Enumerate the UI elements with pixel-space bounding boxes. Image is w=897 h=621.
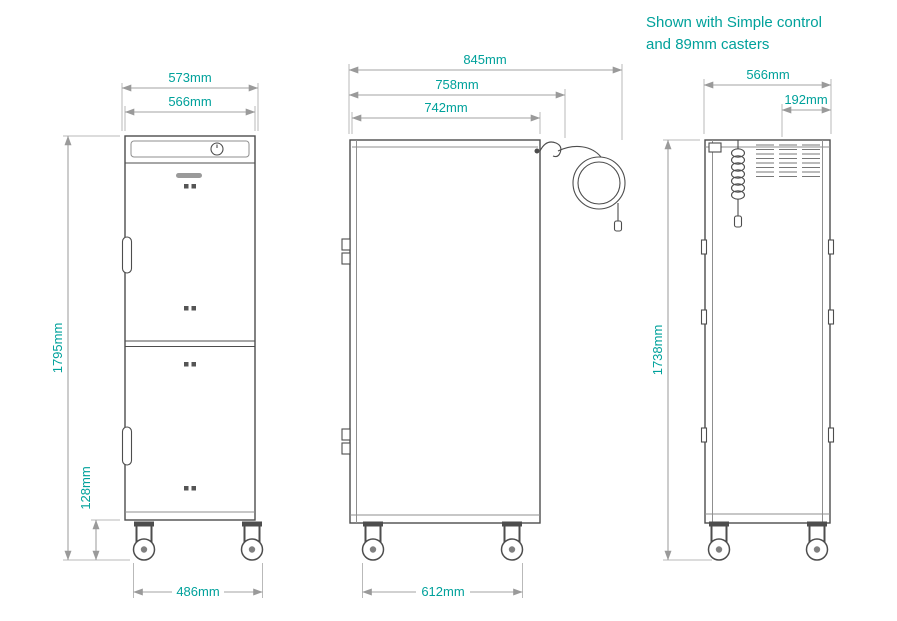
edge-bracket xyxy=(700,309,708,325)
dim-rear-body-height: 1738mm xyxy=(650,139,712,561)
control-panel xyxy=(130,140,250,158)
vent-dot xyxy=(191,306,196,311)
edge-bracket xyxy=(700,239,708,255)
vent-slats-column xyxy=(802,144,820,177)
caption: Shown with Simple control and 89mm caste… xyxy=(646,12,822,56)
door-hinge xyxy=(341,238,351,251)
junction-box xyxy=(708,142,722,153)
cabinet-body-front xyxy=(124,135,256,521)
edge-bracket xyxy=(700,427,708,443)
side-depth-incl-hook-label: 758mm xyxy=(435,77,478,92)
caster xyxy=(132,520,156,561)
door-hinge xyxy=(341,252,351,265)
caption-line2: and 89mm casters xyxy=(646,35,770,53)
rear-body-height-label: 1738mm xyxy=(650,325,665,376)
power-cord-coil-inner xyxy=(577,161,621,205)
rear-vent-section-label: 192mm xyxy=(784,92,827,107)
vent-dot xyxy=(184,306,189,311)
front-caster-track-label: 486mm xyxy=(176,584,219,599)
power-cord-coil xyxy=(572,156,626,210)
side-body-depth-label: 742mm xyxy=(424,100,467,115)
vent-dot xyxy=(191,184,196,189)
door-hinge xyxy=(341,442,351,455)
brand-logo xyxy=(176,173,202,178)
dim-rear-vent-section: 192mm xyxy=(781,92,832,137)
front-view xyxy=(121,135,264,561)
rear-view xyxy=(700,139,835,561)
side-caster-track-label: 612mm xyxy=(421,584,464,599)
front-overall-width-label: 573mm xyxy=(168,70,211,85)
caster xyxy=(240,520,264,561)
dim-side-body-depth: 742mm xyxy=(351,100,541,134)
vent-dot xyxy=(184,486,189,491)
dim-front-caster-height: 128mm xyxy=(78,466,120,561)
caster xyxy=(707,520,731,561)
power-plug xyxy=(613,220,623,232)
cabinet-body-side xyxy=(349,139,541,524)
side-overall-depth-label: 845mm xyxy=(463,52,506,67)
cord-lead xyxy=(557,145,602,158)
caster xyxy=(361,520,385,561)
dim-front-body-width: 566mm xyxy=(124,94,256,131)
front-caster-height-label: 128mm xyxy=(78,466,93,509)
cabinet-body-rear xyxy=(704,139,831,524)
vent-grille xyxy=(756,144,820,177)
upper-door-handle xyxy=(121,236,133,274)
dim-side-depth-incl-hook: 758mm xyxy=(348,77,566,138)
door-hinge xyxy=(341,428,351,441)
vent-dot xyxy=(191,486,196,491)
edge-bracket xyxy=(827,427,835,443)
edge-bracket xyxy=(827,239,835,255)
caption-line1: Shown with Simple control xyxy=(646,14,822,31)
front-body-width-label: 566mm xyxy=(168,94,211,109)
power-plug xyxy=(733,215,743,228)
control-knob xyxy=(210,142,224,156)
vent-slats-column xyxy=(779,144,797,177)
dim-side-caster-track: 612mm xyxy=(362,563,523,599)
vent-dot xyxy=(191,362,196,367)
power-cord-coil xyxy=(730,148,746,200)
cord-anchor xyxy=(534,148,540,154)
vent-slats-column xyxy=(756,144,774,177)
vent-dot xyxy=(184,362,189,367)
front-overall-height-label: 1795mm xyxy=(50,323,65,374)
dim-front-overall-width: 573mm xyxy=(121,70,259,131)
lower-door-handle xyxy=(121,426,133,466)
dim-front-caster-track: 486mm xyxy=(133,563,263,599)
caster xyxy=(500,520,524,561)
dim-rear-body-width: 566mm xyxy=(703,67,832,134)
caster xyxy=(805,520,829,561)
side-view xyxy=(341,139,626,561)
rear-body-width-label: 566mm xyxy=(746,67,789,82)
cord-hook xyxy=(539,141,562,158)
vent-dot xyxy=(184,184,189,189)
dim-side-overall-depth: 845mm xyxy=(348,52,623,140)
edge-bracket xyxy=(827,309,835,325)
